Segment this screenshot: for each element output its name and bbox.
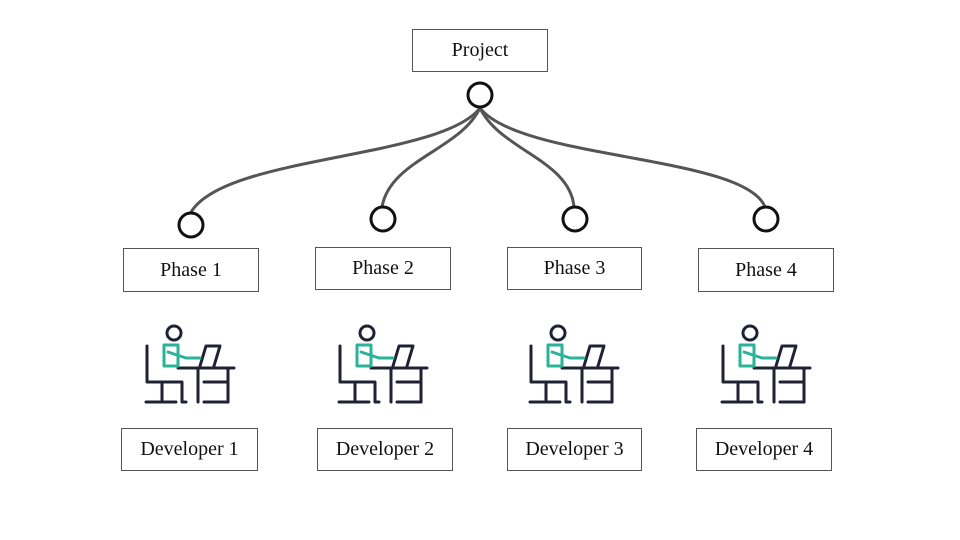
phase-4-node — [752, 205, 780, 233]
project-node — [466, 81, 494, 109]
connector-phase-2 — [380, 107, 482, 208]
developer-at-desk-icon — [144, 324, 236, 404]
project-box: Project — [412, 29, 548, 72]
phase-2-node — [369, 205, 397, 233]
phase-3-box: Phase 3 — [507, 247, 642, 290]
phase-1-box: Phase 1 — [123, 248, 259, 292]
phase-2-box: Phase 2 — [315, 247, 451, 290]
connector-phase-4 — [478, 107, 767, 208]
developer-3-box: Developer 3 — [507, 428, 642, 471]
phase-1-node — [177, 211, 205, 239]
connector-phase-1 — [188, 107, 482, 215]
phase-3-node — [561, 205, 589, 233]
developer-at-desk-icon — [337, 324, 429, 404]
developer-at-desk-icon — [720, 324, 812, 404]
phase-4-box: Phase 4 — [698, 248, 834, 292]
developer-1-box: Developer 1 — [121, 428, 258, 471]
developer-4-box: Developer 4 — [696, 428, 832, 471]
connector-phase-3 — [478, 107, 576, 208]
developer-at-desk-icon — [528, 324, 620, 404]
developer-2-box: Developer 2 — [317, 428, 453, 471]
